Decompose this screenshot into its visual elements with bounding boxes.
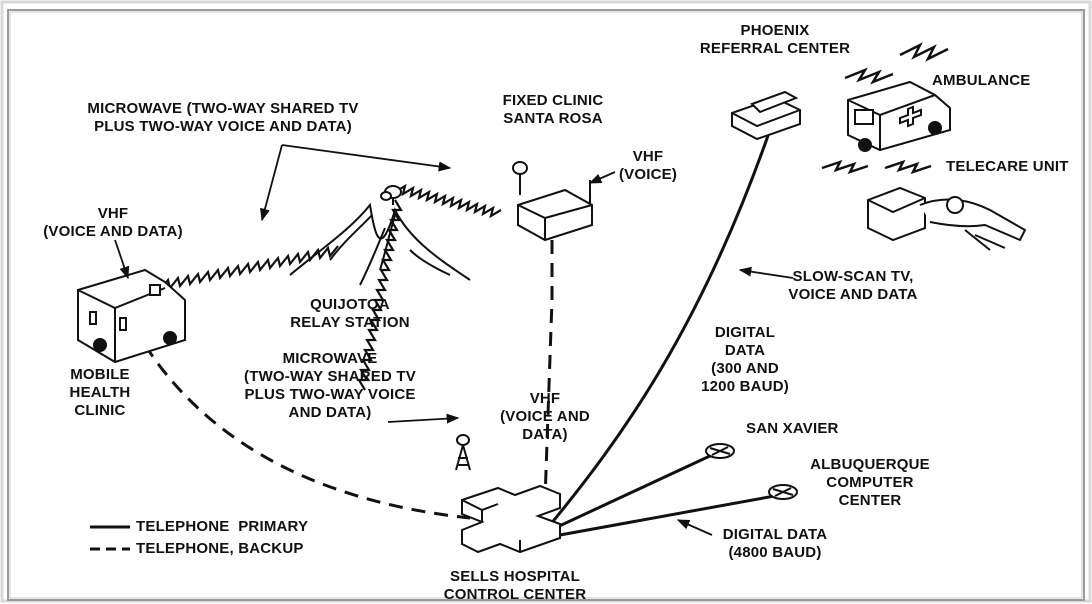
microwave-tower-icon — [455, 434, 471, 471]
line-sells-to-san-xavier — [554, 453, 713, 530]
label-quijotoa: QUIJOTOA RELAY STATION — [290, 296, 410, 331]
santa-rosa-dish-icon — [512, 161, 528, 195]
phoenix-center-icon — [731, 90, 801, 141]
label-digital-data-300: DIGITAL DATA (300 AND 1200 BAUD) — [701, 324, 789, 395]
radio-bolts — [821, 42, 949, 175]
zigzag-mobile-to-relay — [159, 245, 339, 291]
zigzag-relay-to-santa-rosa — [394, 183, 502, 219]
label-phoenix: PHOENIX REFERRAL CENTER — [699, 22, 851, 57]
telecare-unit-icon — [867, 186, 1027, 251]
ambulance-icon — [847, 80, 951, 152]
label-fixed-clinic: FIXED CLINIC SANTA ROSA — [502, 92, 604, 127]
arrow-vhf-left — [114, 239, 130, 280]
label-vhf-voice-data-center: VHF (VOICE AND DATA) — [500, 390, 590, 443]
label-digital-data-4800: DIGITAL DATA (4800 BAUD) — [722, 526, 828, 561]
label-san-xavier: SAN XAVIER — [746, 420, 839, 437]
label-vhf-voice-data-left: VHF (VOICE AND DATA) — [43, 205, 183, 240]
label-sells: SELLS HOSPITAL CONTROL CENTER — [443, 568, 587, 603]
arrow-microwave-right — [281, 144, 452, 172]
san-xavier-icon — [705, 443, 735, 459]
telephone-primary-lines — [548, 129, 781, 537]
arrow-digital-4800 — [676, 519, 713, 536]
label-microwave-top: MICROWAVE (TWO-WAY SHARED TV PLUS TWO-WA… — [87, 100, 359, 135]
fixed-clinic-icon — [517, 180, 593, 242]
line-sells-to-phoenix — [548, 129, 772, 526]
arrow-vhf-voice — [588, 171, 616, 184]
label-microwave-mid: MICROWAVE (TWO-WAY SHARED TV PLUS TWO-WA… — [244, 350, 416, 421]
label-vhf-voice: VHF (VOICE) — [618, 148, 678, 183]
albuquerque-icon — [768, 484, 798, 500]
label-mobile-clinic: MOBILE HEALTH CLINIC — [69, 366, 131, 419]
telephone-backup-lines — [143, 240, 554, 520]
sells-hospital-icon — [461, 484, 561, 554]
legend-primary-label: TELEPHONE PRIMARY — [136, 518, 309, 535]
label-slow-scan: SLOW-SCAN TV, VOICE AND DATA — [788, 268, 918, 303]
legend-backup-label: TELEPHONE, BACKUP — [136, 540, 304, 557]
line-mobile-to-sells — [143, 344, 471, 520]
label-telecare: TELECARE UNIT — [946, 158, 1069, 175]
leader-arrows — [114, 144, 794, 536]
arrow-slow-scan — [738, 266, 794, 279]
label-ambulance: AMBULANCE — [932, 72, 1031, 89]
label-albuquerque: ALBUQUERQUE COMPUTER CENTER — [810, 456, 930, 509]
line-santa-rosa-to-sells — [543, 240, 554, 501]
quijotoa-mountain-icon — [289, 185, 471, 286]
arrow-microwave-mid — [387, 413, 460, 424]
legend-lines — [90, 525, 130, 551]
mobile-clinic-icon — [77, 268, 186, 364]
arrow-microwave-left — [260, 144, 283, 222]
line-sells-to-albuquerque — [559, 493, 781, 537]
